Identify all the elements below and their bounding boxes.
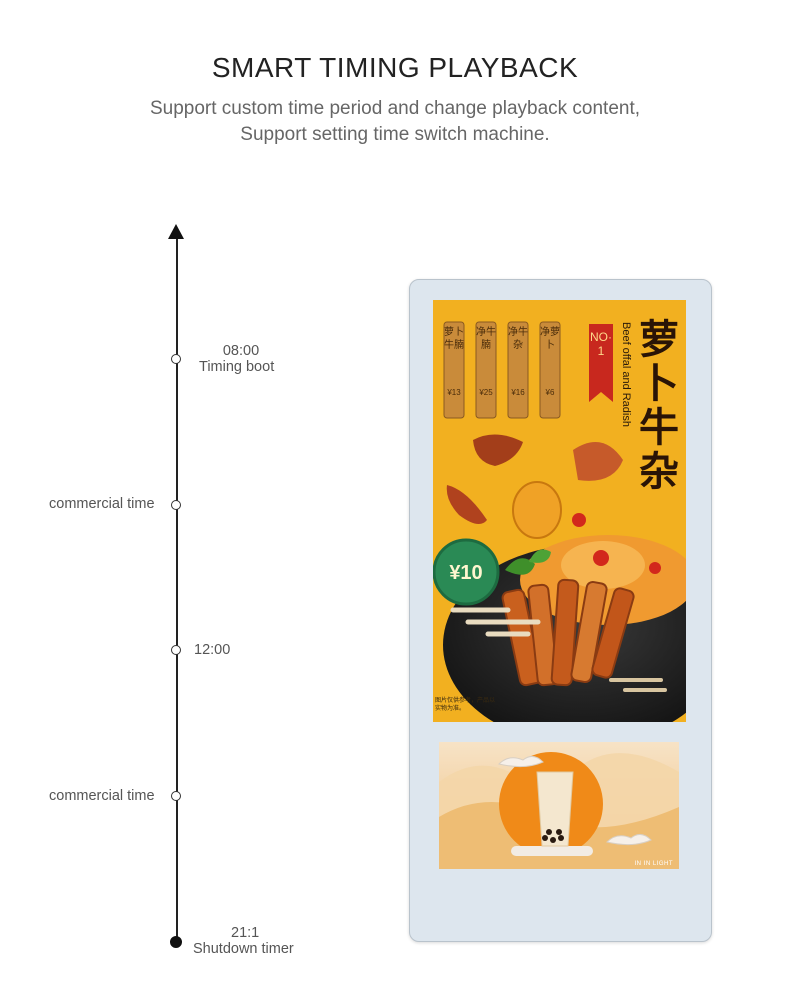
poster-art [433,300,686,722]
food-poster: 萝卜牛腩 ¥13 净牛腩 ¥25 净牛杂 ¥16 净萝卜 ¥6 NO·1 Bee… [433,300,686,722]
timeline-label-boot: Timing boot [199,359,275,375]
banner-art [439,752,679,869]
price-tag [443,321,561,419]
timeline-label-commercial-2: commercial time [49,788,155,804]
timeline-time-noon: 12:00 [194,642,231,658]
timeline-label-shutdown: Shutdown timer [193,941,294,957]
timeline-node-noon [171,645,181,655]
tag-4-price: ¥6 [545,388,555,397]
tag-4-name: 净萝卜 [540,327,560,351]
timeline-node-commercial-2 [171,791,181,801]
timeline-node-shutdown [170,936,182,948]
timeline-node-commercial-1 [171,500,181,510]
milk-tea-banner: IN IN LIGHT [439,742,679,869]
page-subtitle-line-2: Support setting time switch machine. [240,124,550,145]
banner-corner-text: IN IN LIGHT [634,861,673,867]
tag-1-price: ¥13 [447,388,461,397]
timeline-axis [176,236,178,942]
page-subtitle-line-1: Support custom time period and change pl… [149,98,641,119]
timeline-label-commercial-1: commercial time [49,496,155,512]
tag-3-price: ¥16 [511,388,525,397]
rank-badge: NO·1 [590,330,612,358]
poster-disclaimer: 图片仅供参考，产品以实物为准。 [435,697,496,712]
red-ribbon [589,324,613,402]
tag-2-name: 净牛腩 [476,327,496,351]
arrow-up-icon [168,224,184,239]
tag-2-price: ¥25 [479,388,493,397]
tag-1-name: 萝卜牛腩 [444,327,464,351]
price-badge: ¥10 [449,562,483,584]
poster-subtitle-en: Beef offal and Radish [620,322,632,427]
tag-3-name: 净牛杂 [508,327,528,351]
page-title: SMART TIMING PLAYBACK [211,52,579,83]
timeline-time-shutdown: 21:1 [231,925,260,941]
timeline-node-boot [171,354,181,364]
timeline-time-boot: 08:00 [222,343,260,359]
poster-title-cn: 萝卜牛杂 [639,317,679,495]
